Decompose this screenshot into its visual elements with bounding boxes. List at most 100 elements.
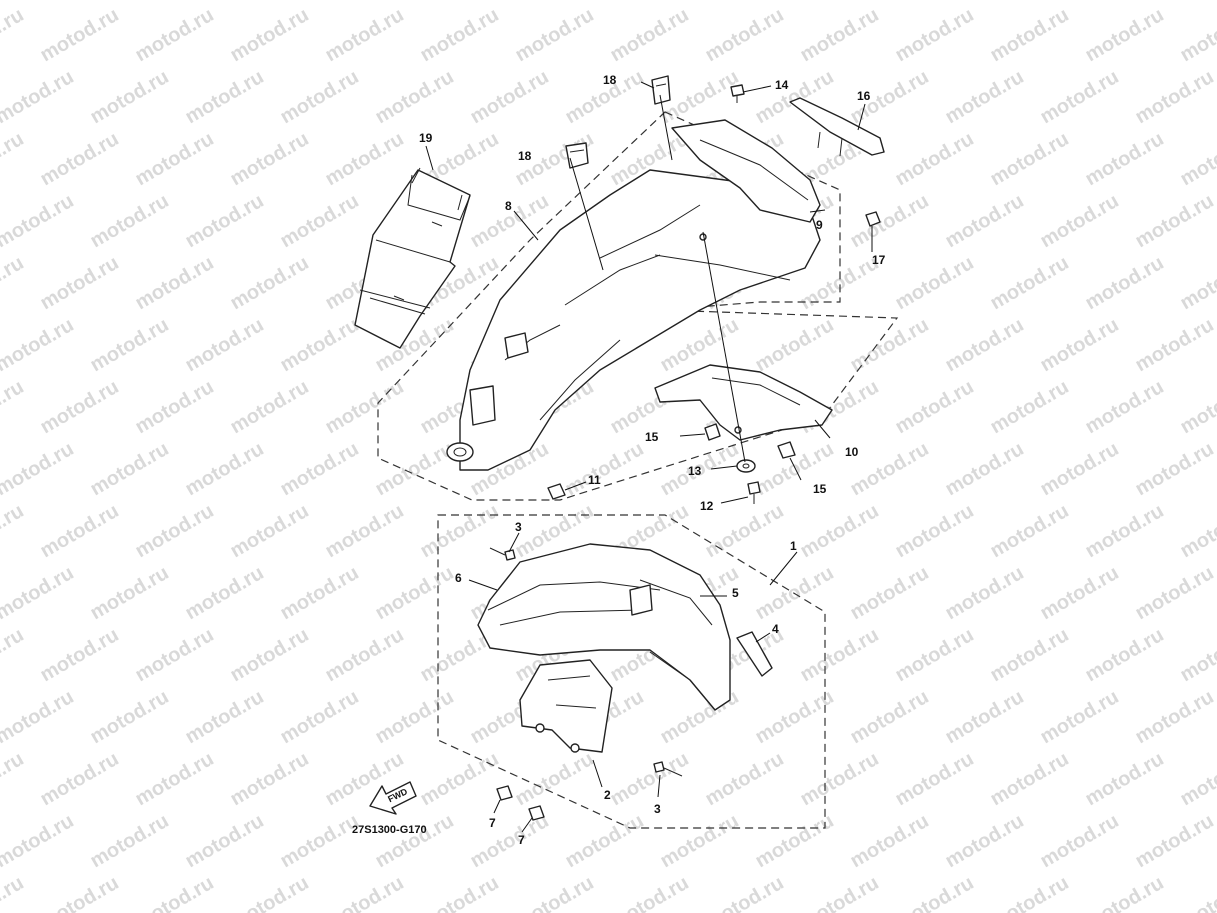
watermark-text: motod.ru: [1132, 438, 1217, 500]
watermark-text: motod.ru: [892, 252, 978, 314]
rivet-part-3a: [489, 547, 516, 561]
watermark-text: motod.ru: [847, 0, 933, 4]
callout-17: 17: [872, 253, 886, 267]
rivet-part-3b: [653, 761, 683, 777]
screw-part-7b: [528, 805, 545, 821]
watermark-text: motod.ru: [657, 810, 743, 872]
watermark-text: motod.ru: [892, 748, 978, 810]
watermark-text: motod.ru: [797, 748, 883, 810]
watermark-text: motod.ru: [37, 624, 123, 686]
watermark-text: motod.ru: [1082, 872, 1168, 913]
watermark-text: motod.ru: [1177, 624, 1217, 686]
watermark-text: motod.ru: [562, 810, 648, 872]
watermark-text: motod.ru: [892, 624, 978, 686]
watermark-text: motod.ru: [0, 624, 28, 686]
clip-part-18b: [565, 142, 589, 169]
watermark-text: motod.ru: [182, 810, 268, 872]
watermark-text: motod.ru: [37, 376, 123, 438]
watermark-text: motod.ru: [0, 66, 78, 128]
screw-part-14: [730, 84, 745, 103]
diagram-code: 27S1300-G170: [352, 824, 427, 836]
bolt-part-11: [547, 483, 566, 500]
callout-14: 14: [775, 78, 789, 92]
fender-part: [446, 169, 821, 471]
watermark-text: motod.ru: [37, 748, 123, 810]
watermark-text: motod.ru: [182, 314, 268, 376]
leader-lines: [425, 81, 873, 833]
watermark-text: motod.ru: [182, 0, 268, 4]
callout-2: 2: [604, 788, 611, 802]
fwd-arrow-icon: FWD: [369, 781, 417, 815]
watermark-text: motod.ru: [702, 500, 788, 562]
watermark-text: motod.ru: [942, 562, 1028, 624]
watermark-text: motod.ru: [847, 438, 933, 500]
watermark-text: motod.ru: [1082, 252, 1168, 314]
watermark-text: motod.ru: [37, 128, 123, 190]
watermark-text: motod.ru: [277, 810, 363, 872]
watermark-text: motod.ru: [87, 314, 173, 376]
callout-7a: 7: [489, 816, 496, 830]
callout-1: 1: [790, 539, 797, 553]
watermark-text: motod.ru: [892, 376, 978, 438]
watermark-text: motod.ru: [1177, 500, 1217, 562]
watermark-text: motod.ru: [752, 314, 838, 376]
watermark-text: motod.ru: [987, 4, 1073, 66]
watermark-text: motod.ru: [1132, 314, 1217, 376]
callout-5: 5: [732, 586, 739, 600]
watermark-text: motod.ru: [1082, 376, 1168, 438]
bracket-part-9: [671, 119, 821, 223]
watermark-text: motod.ru: [1082, 624, 1168, 686]
callout-10: 10: [845, 445, 859, 459]
watermark-text: motod.ru: [372, 686, 458, 748]
watermark-text: motod.ru: [797, 500, 883, 562]
watermark-text: motod.ru: [322, 872, 408, 913]
watermark-text: motod.ru: [1132, 810, 1217, 872]
watermark-text: motod.ru: [942, 190, 1028, 252]
watermark-text: motod.ru: [0, 438, 78, 500]
watermark-text: motod.ru: [0, 810, 78, 872]
watermark-text: motod.ru: [1037, 0, 1123, 4]
watermark-text: motod.ru: [1082, 4, 1168, 66]
watermark-text: motod.ru: [227, 376, 313, 438]
watermark-text: motod.ru: [0, 872, 28, 913]
watermark-text: motod.ru: [607, 872, 693, 913]
watermark-text: motod.ru: [512, 872, 598, 913]
watermark-text: motod.ru: [797, 4, 883, 66]
front-fender-assembly-outline: [377, 111, 899, 501]
watermark-text: motod.ru: [372, 562, 458, 624]
watermark-text: motod.ru: [277, 66, 363, 128]
watermark-text: motod.ru: [0, 686, 78, 748]
mud-flap-part: [354, 167, 471, 349]
rear-fender-part: [477, 543, 731, 711]
watermark-text: motod.ru: [37, 872, 123, 913]
watermark-text: motod.ru: [562, 438, 648, 500]
nut-part-15b: [777, 441, 796, 459]
watermark-text: motod.ru: [277, 190, 363, 252]
watermark-text: motod.ru: [942, 438, 1028, 500]
watermark-text: motod.ru: [657, 0, 743, 4]
watermark-text: motod.ru: [87, 190, 173, 252]
callout-15a: 15: [645, 430, 659, 444]
watermark-text: motod.ru: [892, 128, 978, 190]
callout-9: 9: [816, 218, 823, 232]
watermark-text: motod.ru: [892, 4, 978, 66]
watermark-text: motod.ru: [227, 624, 313, 686]
watermark-text: motod.ru: [987, 252, 1073, 314]
watermark-text: motod.ru: [132, 500, 218, 562]
watermark-text: motod.ru: [987, 872, 1073, 913]
watermark-text: motod.ru: [1037, 66, 1123, 128]
watermark-text: motod.ru: [87, 66, 173, 128]
rear-fender-assembly-outline: [437, 514, 826, 829]
watermark-text: motod.ru: [322, 624, 408, 686]
watermark-text: motod.ru: [847, 314, 933, 376]
watermark-text: motod.ru: [562, 0, 648, 4]
watermark-text: motod.ru: [132, 128, 218, 190]
watermark-text: motod.ru: [987, 748, 1073, 810]
watermark-text: motod.ru: [372, 0, 458, 4]
watermark-text: motod.ru: [1177, 4, 1217, 66]
watermark-text: motod.ru: [372, 438, 458, 500]
watermark-text: motod.ru: [132, 376, 218, 438]
watermark-text: motod.ru: [0, 748, 28, 810]
watermark-text: motod.ru: [942, 810, 1028, 872]
watermark-text: motod.ru: [182, 190, 268, 252]
